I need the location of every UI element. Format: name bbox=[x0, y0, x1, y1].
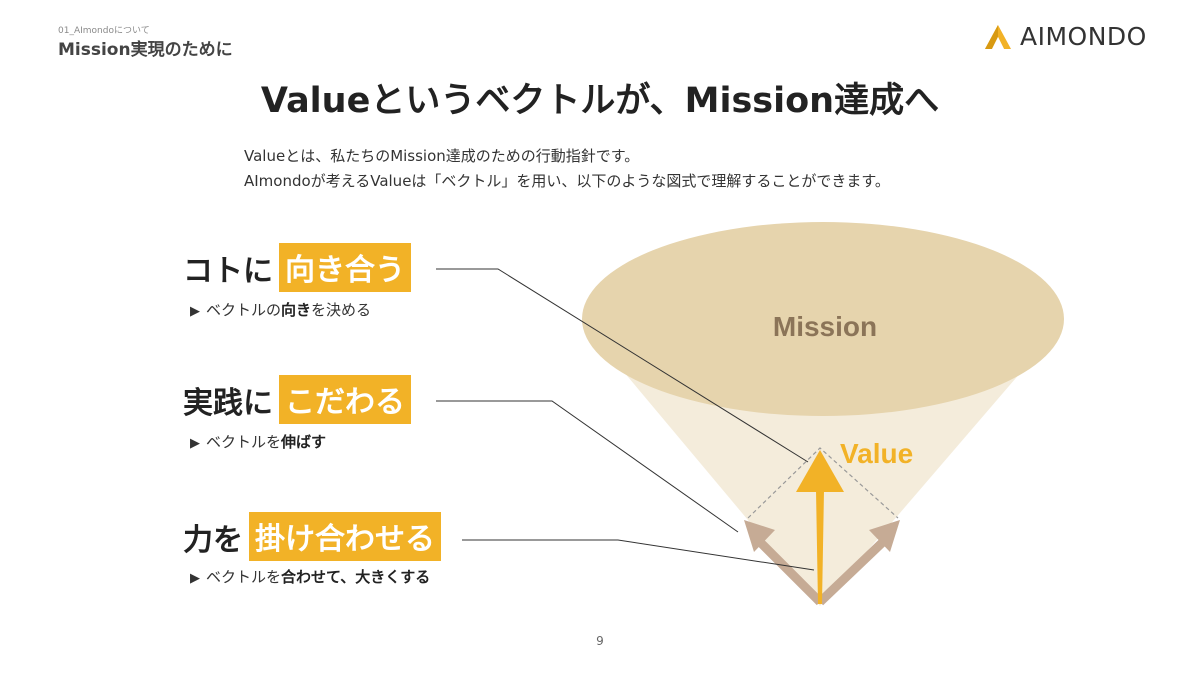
value-label: Value bbox=[840, 438, 913, 469]
intro-text: Valueとは、私たちのMission達成のための行動指針です。 AImondo… bbox=[244, 144, 890, 194]
value-sub-1: ▶ ベクトルの向きを決める bbox=[190, 299, 371, 320]
value-sub-2-bold: 伸ばす bbox=[281, 433, 327, 451]
section-title: Mission実現のために bbox=[58, 40, 233, 60]
vector-sum-guide bbox=[747, 447, 899, 519]
value-heading-2-highlight: こだわる bbox=[279, 375, 411, 424]
mission-ellipse bbox=[582, 222, 1064, 416]
intro-line-2: AImondoが考えるValueは「ベクトル」を用い、以下のような図式で理解する… bbox=[244, 172, 890, 190]
aimondo-logo-icon bbox=[985, 24, 1011, 49]
bullet-triangle-icon: ▶ bbox=[190, 571, 200, 586]
value-sub-1-pre: ベクトルの bbox=[206, 301, 282, 319]
value-heading-2: 実践に こだわる bbox=[183, 375, 411, 424]
leader-line-3 bbox=[462, 539, 815, 571]
value-vector-arrow-icon bbox=[796, 450, 844, 604]
bullet-triangle-icon: ▶ bbox=[190, 304, 200, 319]
side-vector-left-icon bbox=[744, 520, 824, 606]
value-heading-2-prefix: 実践に bbox=[183, 385, 273, 421]
slide-title: Valueというベクトルが、Mission達成へ bbox=[260, 81, 940, 121]
leader-line-1 bbox=[436, 268, 809, 463]
side-vector-right-icon bbox=[816, 520, 900, 606]
value-sub-3-bold: 合わせて、大きくする bbox=[281, 568, 431, 586]
value-heading-1: コトに 向き合う bbox=[183, 243, 411, 292]
page-number: 9 bbox=[596, 634, 604, 648]
section-label: 01_AImondoについて bbox=[58, 26, 150, 36]
value-sub-2-pre: ベクトルを bbox=[206, 433, 282, 451]
bullet-triangle-icon: ▶ bbox=[190, 436, 200, 451]
value-sub-1-post: を決める bbox=[311, 301, 372, 319]
value-heading-1-highlight: 向き合う bbox=[279, 243, 411, 292]
value-heading-3: 力を 掛け合わせる bbox=[183, 512, 441, 561]
value-heading-1-prefix: コトに bbox=[183, 253, 273, 289]
mission-label: Mission bbox=[773, 311, 877, 342]
value-sub-3-pre: ベクトルを bbox=[206, 568, 282, 586]
value-sub-3: ▶ ベクトルを合わせて、大きくする bbox=[190, 566, 430, 587]
value-heading-3-highlight: 掛け合わせる bbox=[249, 512, 441, 561]
brand-logo: AIMONDO bbox=[984, 22, 1147, 51]
value-sub-2: ▶ ベクトルを伸ばす bbox=[190, 431, 326, 452]
value-heading-3-prefix: 力を bbox=[183, 522, 243, 558]
intro-line-1: Valueとは、私たちのMission達成のための行動指針です。 bbox=[244, 147, 640, 165]
leader-line-2 bbox=[436, 400, 739, 533]
value-sub-1-bold: 向き bbox=[281, 301, 312, 319]
logo-text: AIMONDO bbox=[1020, 22, 1147, 51]
